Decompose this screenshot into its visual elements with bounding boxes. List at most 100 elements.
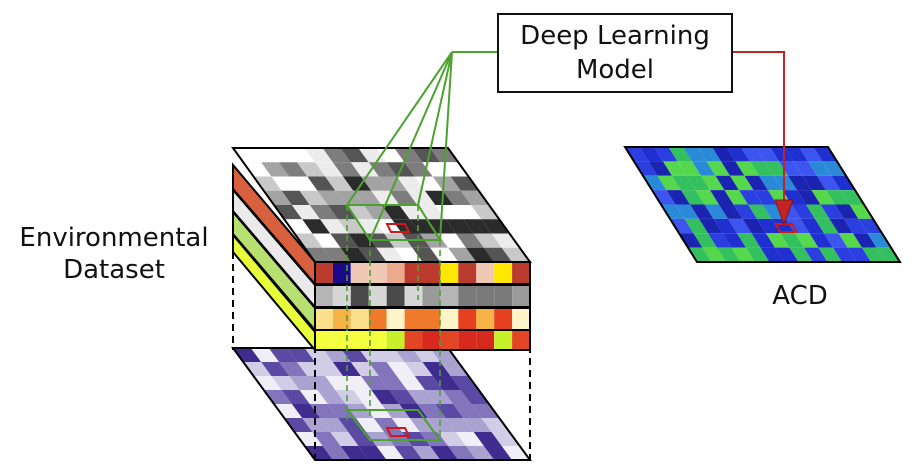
- pixel-cell: [750, 161, 774, 176]
- pixel-cell: [463, 418, 492, 432]
- pixel-cell: [315, 330, 333, 350]
- pixel-cell: [233, 348, 262, 362]
- pixel-cell: [386, 262, 405, 284]
- pixel-cell: [304, 148, 333, 163]
- pixel-cell: [368, 308, 387, 330]
- pixel-cell: [338, 418, 367, 432]
- pixel-cell: [404, 285, 423, 307]
- pixel-cell: [279, 362, 308, 376]
- pixel-cell: [307, 376, 336, 390]
- pixel-cell: [327, 205, 356, 220]
- pixel-cell: [291, 205, 321, 220]
- focus-cell-top: [385, 223, 411, 233]
- pixel-cell: [458, 285, 477, 307]
- pixel-cell: [476, 285, 495, 307]
- pixel-cell: [784, 147, 808, 162]
- pixel-cell: [368, 330, 387, 350]
- pixel-cell: [332, 162, 361, 177]
- pixel-cell: [394, 247, 423, 262]
- pixel-cell: [476, 308, 495, 330]
- pixel-cell: [483, 446, 513, 460]
- pixel-cell: [271, 176, 300, 191]
- pixel-cell: [253, 376, 282, 390]
- pixel-cell: [715, 175, 739, 191]
- pixel-cell: [442, 390, 472, 404]
- pixel-cell: [450, 376, 479, 390]
- pixel-cell: [340, 348, 369, 362]
- pixel-cell: [422, 308, 441, 330]
- pixel-cell: [314, 162, 344, 177]
- pixel-cell: [440, 262, 459, 284]
- pixel-cell: [432, 376, 461, 390]
- model-label-line1: Deep Learning: [520, 21, 710, 51]
- pixel-cell: [386, 330, 405, 350]
- pixel-cell: [730, 175, 754, 191]
- pixel-cell: [440, 330, 459, 350]
- pixel-cell: [483, 247, 513, 262]
- pixel-cell: [389, 190, 418, 205]
- pixel-cell: [639, 147, 663, 162]
- pixel-cell: [753, 190, 777, 205]
- pixel-cell: [835, 204, 859, 219]
- pixel-cell: [309, 205, 338, 220]
- pixel-cell: [430, 148, 459, 163]
- pixel-cell: [771, 218, 795, 234]
- pixel-cell: [717, 247, 741, 262]
- receptive-field-edge: [369, 51, 453, 241]
- pixel-cell: [437, 432, 466, 446]
- pixel-cell: [332, 285, 351, 307]
- pixel-cell: [473, 432, 502, 446]
- pixel-cell: [350, 308, 369, 330]
- receptive-field-edge: [346, 51, 453, 206]
- pixel-cell: [713, 218, 737, 234]
- pixel-cell: [340, 446, 369, 460]
- pixel-cell: [501, 247, 530, 262]
- pixel-cell: [355, 418, 385, 432]
- pixel-cell: [332, 262, 351, 284]
- pixel-cell: [350, 162, 379, 177]
- pixel-cell: [460, 390, 489, 404]
- pixel-cell: [654, 147, 678, 162]
- pixel-cell: [688, 247, 712, 262]
- pixel-cell: [686, 175, 710, 191]
- pixel-cell: [445, 418, 474, 432]
- pixel-cell: [297, 362, 326, 376]
- pixel-cell: [376, 446, 405, 460]
- pixel-cell: [317, 190, 346, 205]
- pixel-cell: [286, 148, 315, 163]
- pixel-cell: [320, 219, 349, 234]
- pixel-cell: [314, 362, 344, 376]
- pixel-cell: [719, 204, 743, 219]
- pixel-cell: [312, 432, 341, 446]
- pixel-cell: [494, 262, 513, 284]
- pixel-cell: [394, 446, 423, 460]
- pixel-cell: [458, 330, 477, 350]
- pixel-cell: [407, 190, 436, 205]
- pixel-cell: [625, 147, 649, 162]
- pixel-cell: [394, 148, 423, 163]
- pixel-cell: [358, 348, 387, 362]
- pixel-cell: [735, 161, 759, 176]
- pixel-cell: [391, 418, 420, 432]
- pixel-cell: [512, 285, 530, 307]
- pixel-cell: [466, 247, 495, 262]
- pixel-cell: [442, 190, 472, 205]
- pixel-cell: [261, 362, 290, 376]
- pixel-cell: [378, 376, 408, 390]
- pixel-cell: [684, 218, 708, 234]
- pixel-cell: [386, 285, 405, 307]
- pixel-cell: [322, 148, 351, 163]
- pixel-cell: [780, 233, 804, 248]
- pixel-cell: [690, 204, 714, 219]
- pixel-cell: [422, 330, 441, 350]
- pixel-cell: [378, 176, 408, 191]
- pixel-cell: [804, 247, 828, 262]
- pixel-cell: [322, 446, 351, 460]
- pixel-cell: [820, 204, 844, 219]
- pixel-cell: [414, 376, 443, 390]
- pixel-cell: [693, 233, 717, 248]
- pixel-cell: [430, 446, 459, 460]
- pixel-cell: [404, 308, 423, 330]
- env-label-line1: Environmental: [19, 223, 209, 253]
- pixel-cell: [867, 233, 891, 248]
